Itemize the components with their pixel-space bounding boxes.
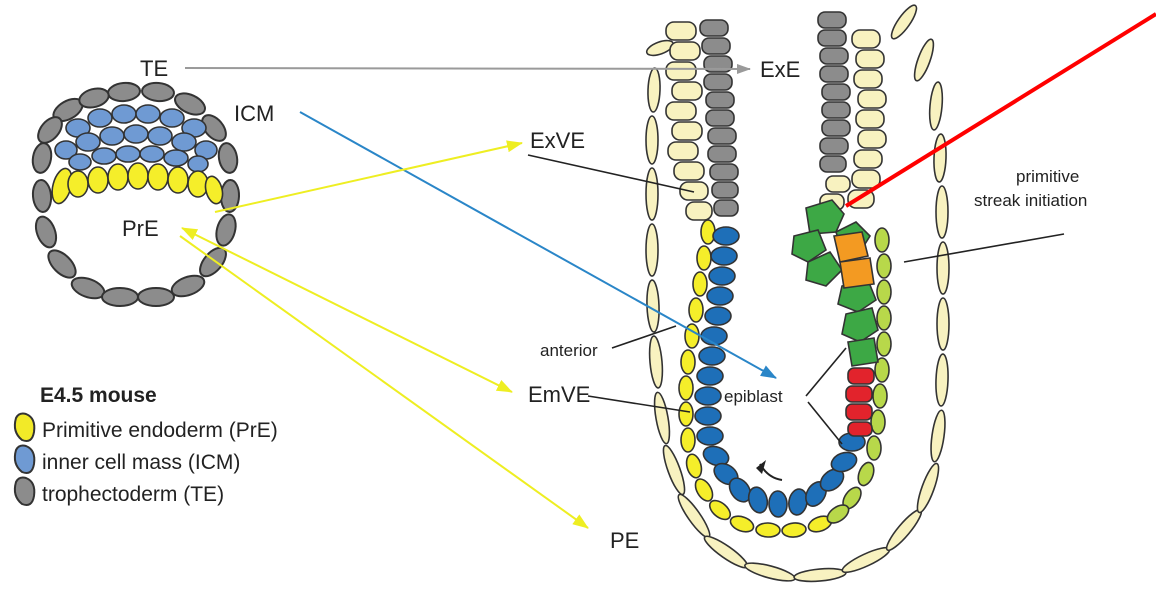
gastrula xyxy=(645,2,949,584)
legend-item-icm: inner cell mass (ICM) xyxy=(15,446,241,475)
pre-to-emve-arrow xyxy=(182,228,512,392)
pre-swatch-icon xyxy=(15,414,34,442)
legend: E4.5 mouse Primitive endoderm (PrE) inne… xyxy=(15,384,278,506)
red-pointer-line xyxy=(846,14,1156,206)
label-icm: ICM xyxy=(234,101,274,126)
label-streak-initiation: streak initiation xyxy=(974,191,1087,210)
legend-item-pre: Primitive endoderm (PrE) xyxy=(15,414,278,443)
label-exe: ExE xyxy=(760,57,800,82)
te-swatch-icon xyxy=(15,478,34,506)
label-epiblast: epiblast xyxy=(724,387,783,406)
rotation-arrowhead xyxy=(756,460,766,474)
label-anterior: anterior xyxy=(540,341,598,360)
legend-item-te: trophectoderm (TE) xyxy=(15,478,224,507)
pre-to-exve-arrow xyxy=(215,143,522,212)
legend-label-te: trophectoderm (TE) xyxy=(42,483,224,506)
icm-swatch-icon xyxy=(15,446,34,474)
label-te: TE xyxy=(140,56,168,81)
exe-right-column xyxy=(818,12,850,172)
label-primitive: primitive xyxy=(1016,167,1079,186)
red-cells xyxy=(846,368,874,436)
label-emve: EmVE xyxy=(528,382,590,407)
label-exve: ExVE xyxy=(530,128,585,153)
pre-to-pe-arrow xyxy=(180,236,588,528)
legend-title: E4.5 mouse xyxy=(40,384,157,407)
label-pre: PrE xyxy=(122,216,159,241)
label-pe: PE xyxy=(610,528,639,553)
blastocyst xyxy=(31,82,240,306)
legend-label-pre: Primitive endoderm (PrE) xyxy=(42,419,278,442)
legend-label-icm: inner cell mass (ICM) xyxy=(42,451,240,474)
te-to-exe-arrow xyxy=(185,68,750,69)
